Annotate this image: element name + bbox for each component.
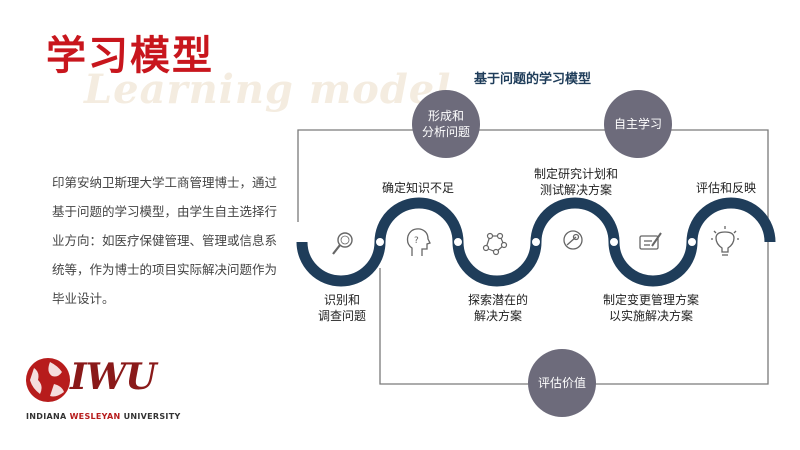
iwu-globe-logo-icon (26, 358, 70, 402)
wave-joint-dot (609, 237, 619, 247)
step-label-research-plan: 制定研究计划和 测试解决方案 (533, 167, 618, 197)
circle-label-evaluate-value: 评估价值 (537, 376, 586, 390)
connector-line (297, 129, 769, 385)
circle-evaluate-value (528, 349, 596, 417)
logo-sub-c: UNIVERSITY (120, 412, 181, 421)
circle-label-form-analyze: 形成和 分析问题 (421, 109, 470, 139)
title-english: Learning model (84, 66, 452, 113)
wave-joint-dot (375, 237, 385, 247)
wave-joint-dot (453, 237, 463, 247)
step-label-explore-solutions: 探索潜在的 解决方案 (467, 293, 528, 323)
wave-joint-dot (531, 237, 541, 247)
page-title: 学习模型 (46, 32, 214, 79)
question-head-icon: ? (406, 228, 431, 256)
iwu-wordmark: IWU (70, 356, 157, 398)
circle-form-analyze (412, 90, 480, 158)
wave-joint-dot (687, 237, 697, 247)
svg-text:?: ? (414, 236, 419, 246)
magnifier-icon (332, 232, 353, 255)
molecule-icon (482, 232, 508, 256)
logo-sub-b: WESLEYAN (69, 412, 121, 421)
circle-self-learning (604, 90, 672, 158)
plan-icon (563, 230, 583, 250)
edit-icon (639, 232, 662, 250)
step-label-identify: 识别和 调查问题 (317, 293, 366, 323)
step-label-knowledge-gap: 确定知识不足 (381, 181, 454, 195)
description-text: 印第安纳卫斯理大学工商管理博士，通过基于问题的学习模型，由学生自主选择行业方向：… (52, 175, 278, 306)
diagram-title: 基于问题的学习模型 (474, 72, 592, 87)
iwu-logo: IWU INDIANA WESLEYAN UNIVERSITY (22, 348, 180, 428)
lightbulb-icon (711, 226, 739, 256)
circle-label-self-learning: 自主学习 (613, 117, 662, 131)
step-label-change-management: 制定变更管理方案 以实施解决方案 (602, 293, 699, 323)
logo-sub-a: INDIANA (26, 412, 70, 421)
iwu-university-name: INDIANA WESLEYAN UNIVERSITY (26, 412, 181, 421)
step-label-evaluate-reflect: 评估和反映 (695, 181, 756, 195)
